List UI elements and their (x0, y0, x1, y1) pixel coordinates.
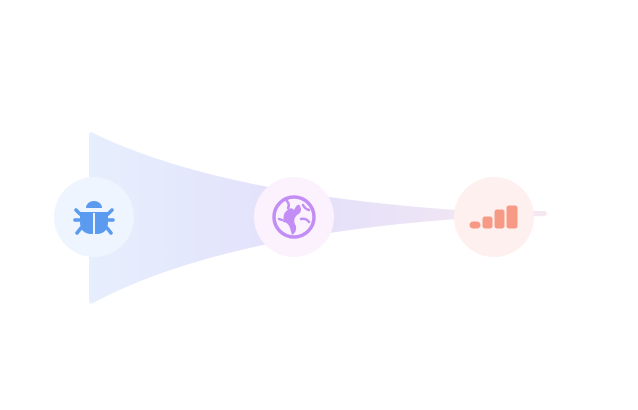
stage-circle (454, 177, 534, 257)
stage-globe (254, 177, 334, 257)
globe-icon (272, 195, 316, 239)
stage-signal (454, 177, 534, 257)
signal-bars-icon (469, 205, 518, 229)
stage-bug (54, 177, 134, 257)
bug-icon (73, 201, 115, 235)
